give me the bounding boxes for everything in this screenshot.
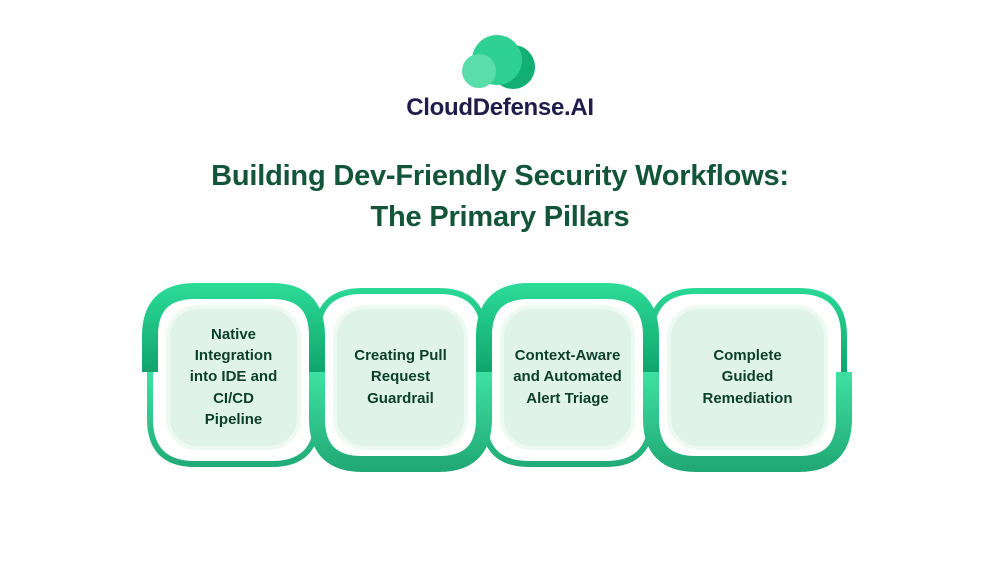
- pillar-label-4: Complete Guided Remediation: [702, 347, 793, 407]
- pillar-label-1: Native Integration into IDE and CI/CD Pi…: [189, 325, 278, 428]
- pillar-card-bg-3: [500, 305, 635, 450]
- page-title: Building Dev-Friendly Security Workflows…: [211, 160, 789, 233]
- link-4-thick-border: [643, 372, 852, 472]
- header: CloudDefense.AI: [0, 34, 1000, 122]
- brand-name: CloudDefense.AI: [406, 94, 594, 121]
- link-1-thick-border: [142, 283, 325, 372]
- link-3-thick-border: [476, 283, 659, 372]
- cloud-circle-front: [462, 54, 496, 88]
- pillar-label-3: Context-Aware and Automated Alert Triage: [513, 347, 622, 407]
- link-2-thick-border: [309, 372, 492, 472]
- pillar-card-bg-2: [333, 305, 468, 450]
- pillar-label-2: Creating Pull Request Guardrail: [354, 347, 447, 407]
- pillar-card-bg-1: [166, 305, 301, 450]
- cloud-icon: [462, 35, 535, 89]
- pillar-card-bg-4: [667, 305, 828, 450]
